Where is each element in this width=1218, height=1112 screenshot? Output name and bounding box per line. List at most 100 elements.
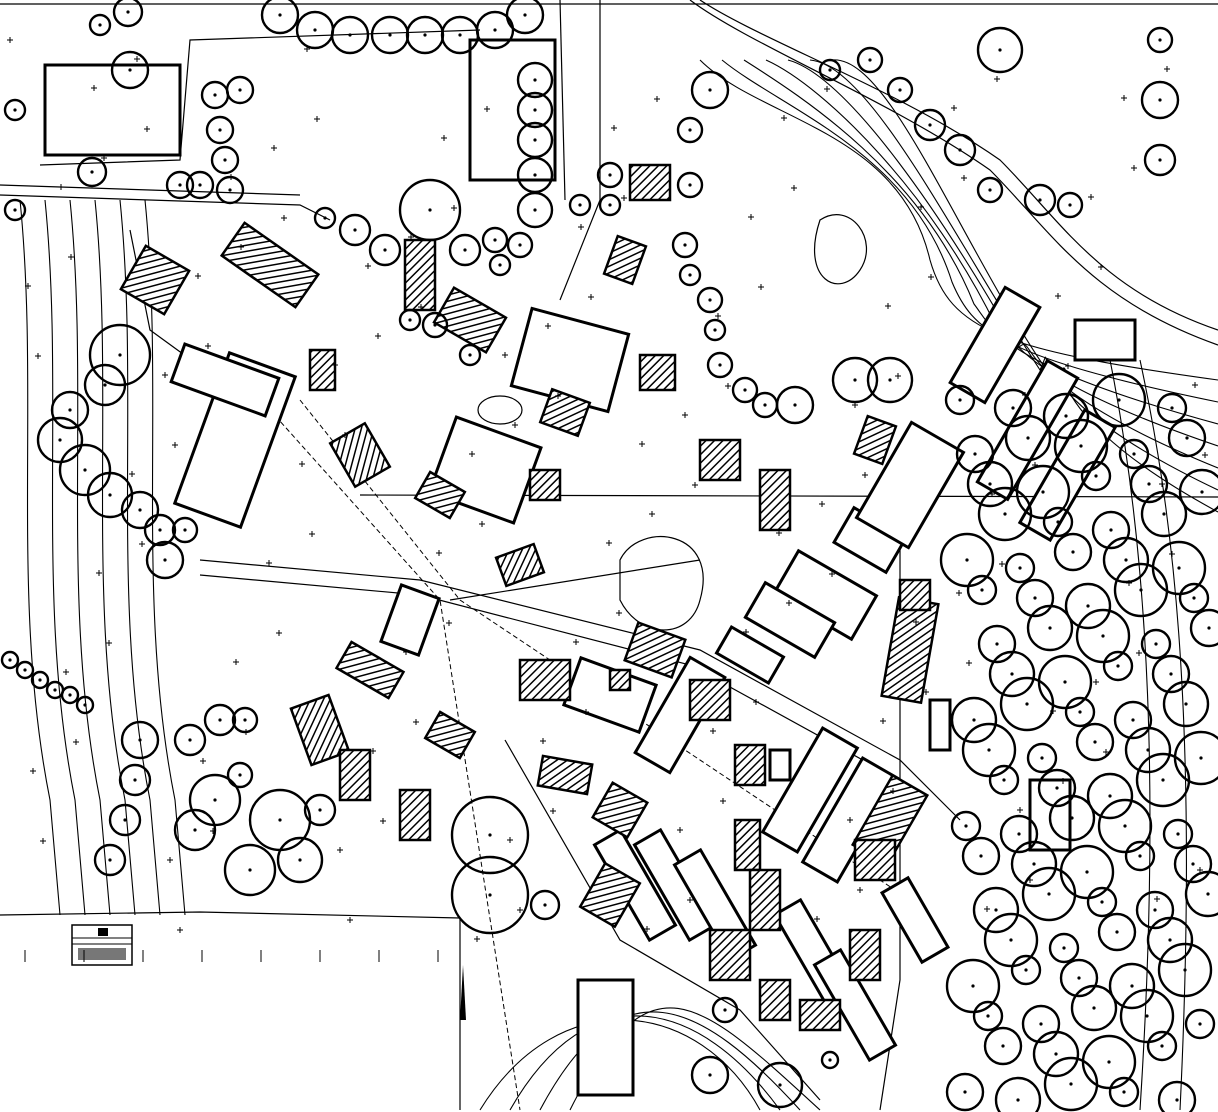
contour-lines bbox=[19, 59, 1218, 1111]
spot-elevation-mark bbox=[1088, 194, 1094, 200]
tree-symbol-icon bbox=[966, 460, 1014, 508]
tree-trunk bbox=[1161, 778, 1165, 782]
spot-elevation-mark bbox=[347, 917, 353, 923]
tree-trunk bbox=[198, 183, 202, 187]
tree-canopy bbox=[76, 156, 108, 188]
tree-trunk bbox=[83, 703, 87, 707]
hatched-building bbox=[403, 238, 437, 312]
hatched-building bbox=[308, 348, 337, 392]
tree-trunk bbox=[1145, 1014, 1149, 1018]
tree-symbol-icon bbox=[36, 416, 84, 464]
hatched-building bbox=[733, 818, 762, 872]
tree-symbol-icon bbox=[1140, 490, 1188, 538]
tree-trunk bbox=[183, 528, 187, 532]
spot-elevation-mark bbox=[484, 106, 490, 112]
spot-elevation-mark bbox=[606, 540, 612, 546]
spot-elevation-mark bbox=[1093, 679, 1099, 685]
hatched-building bbox=[852, 414, 898, 466]
tree-canopy bbox=[1157, 942, 1213, 998]
tree-trunk bbox=[578, 203, 582, 207]
hatched-building bbox=[748, 868, 782, 932]
tree-symbol-icon bbox=[775, 385, 815, 425]
tree-canopy bbox=[0, 650, 20, 670]
spot-elevation-mark bbox=[1050, 708, 1056, 714]
tree-symbol-icon bbox=[1021, 866, 1077, 922]
spot-elevation-mark bbox=[1098, 264, 1104, 270]
tree-trunk bbox=[743, 388, 747, 392]
contour-line bbox=[1139, 359, 1188, 1111]
hatched-building bbox=[538, 387, 592, 438]
hatched-building bbox=[398, 788, 432, 842]
spot-elevation-mark bbox=[68, 254, 74, 260]
tree-canopy bbox=[313, 206, 337, 230]
tree-canopy bbox=[972, 886, 1020, 934]
tree-trunk bbox=[958, 398, 962, 402]
tree-trunk bbox=[1175, 1098, 1179, 1102]
tree-canopy bbox=[950, 810, 982, 842]
tree-symbol-icon bbox=[820, 1050, 840, 1070]
tree-canopy bbox=[1143, 143, 1177, 177]
tree-canopy bbox=[1042, 506, 1074, 538]
tree-symbol-icon bbox=[440, 15, 480, 55]
tree-trunk bbox=[468, 353, 472, 357]
spot-elevation-mark bbox=[446, 620, 452, 626]
tree-canopy bbox=[1064, 582, 1112, 630]
tree-canopy bbox=[966, 460, 1014, 508]
tree-symbol-icon bbox=[1059, 958, 1099, 998]
spot-elevation-mark bbox=[540, 738, 546, 744]
tree-symbol-icon bbox=[1162, 818, 1194, 850]
spot-elevation-mark bbox=[436, 550, 442, 556]
tree-trunk bbox=[1160, 1044, 1164, 1048]
tree-canopy bbox=[516, 191, 554, 229]
spot-elevation-mark bbox=[91, 85, 97, 91]
tree-canopy bbox=[678, 263, 702, 287]
tree-symbol-icon bbox=[276, 836, 324, 884]
tree-symbol-icon bbox=[3, 98, 27, 122]
tree-canopy bbox=[1091, 510, 1131, 550]
tree-trunk bbox=[1047, 892, 1051, 896]
hatched-building bbox=[338, 748, 372, 802]
tree-symbol-icon bbox=[945, 958, 1001, 1014]
tree-canopy bbox=[1021, 1004, 1061, 1044]
tree-symbol-icon bbox=[143, 513, 177, 547]
tree-trunk bbox=[1122, 1090, 1126, 1094]
spot-elevation-mark bbox=[994, 76, 1000, 82]
tree-canopy bbox=[961, 722, 1017, 778]
tree-canopy bbox=[481, 226, 509, 254]
tree-trunk bbox=[428, 208, 432, 212]
tree-symbol-icon bbox=[1004, 552, 1036, 584]
tree-symbol-icon bbox=[1129, 464, 1169, 504]
tree-trunk bbox=[1092, 1006, 1096, 1010]
tree-canopy bbox=[950, 696, 998, 744]
tree-trunk bbox=[1026, 436, 1030, 440]
tree-trunk bbox=[1040, 756, 1044, 760]
tree-canopy bbox=[983, 912, 1039, 968]
spot-elevation-mark bbox=[1202, 452, 1208, 458]
spot-elevation-mark bbox=[758, 284, 764, 290]
tree-canopy bbox=[1032, 1030, 1080, 1078]
tree-symbol-icon bbox=[368, 233, 402, 267]
tree-symbol-icon bbox=[1184, 870, 1218, 918]
tree-canopy bbox=[943, 133, 977, 167]
building bbox=[760, 725, 860, 855]
tree-symbol-icon bbox=[676, 116, 704, 144]
spot-elevation-mark bbox=[715, 313, 721, 319]
contour-line bbox=[787, 59, 1218, 469]
tree-symbol-icon bbox=[999, 814, 1039, 854]
tree-symbol-icon bbox=[112, 0, 144, 28]
spot-elevation-mark bbox=[96, 570, 102, 576]
contour-line bbox=[699, 59, 1218, 381]
hatched-building bbox=[423, 710, 477, 760]
hatched-building bbox=[688, 678, 732, 722]
tree-symbol-icon bbox=[943, 133, 977, 167]
building bbox=[576, 978, 635, 1097]
tree-symbol-icon bbox=[598, 193, 622, 217]
tree-canopy bbox=[225, 75, 255, 105]
spot-elevation-marks bbox=[7, 37, 1208, 942]
tree-symbol-icon bbox=[1184, 1008, 1216, 1040]
spot-elevation-mark bbox=[1159, 481, 1165, 487]
tree-trunk bbox=[278, 818, 282, 822]
spot-elevation-mark bbox=[375, 333, 381, 339]
tree-trunk bbox=[458, 33, 462, 37]
tree-symbol-icon bbox=[145, 540, 185, 580]
